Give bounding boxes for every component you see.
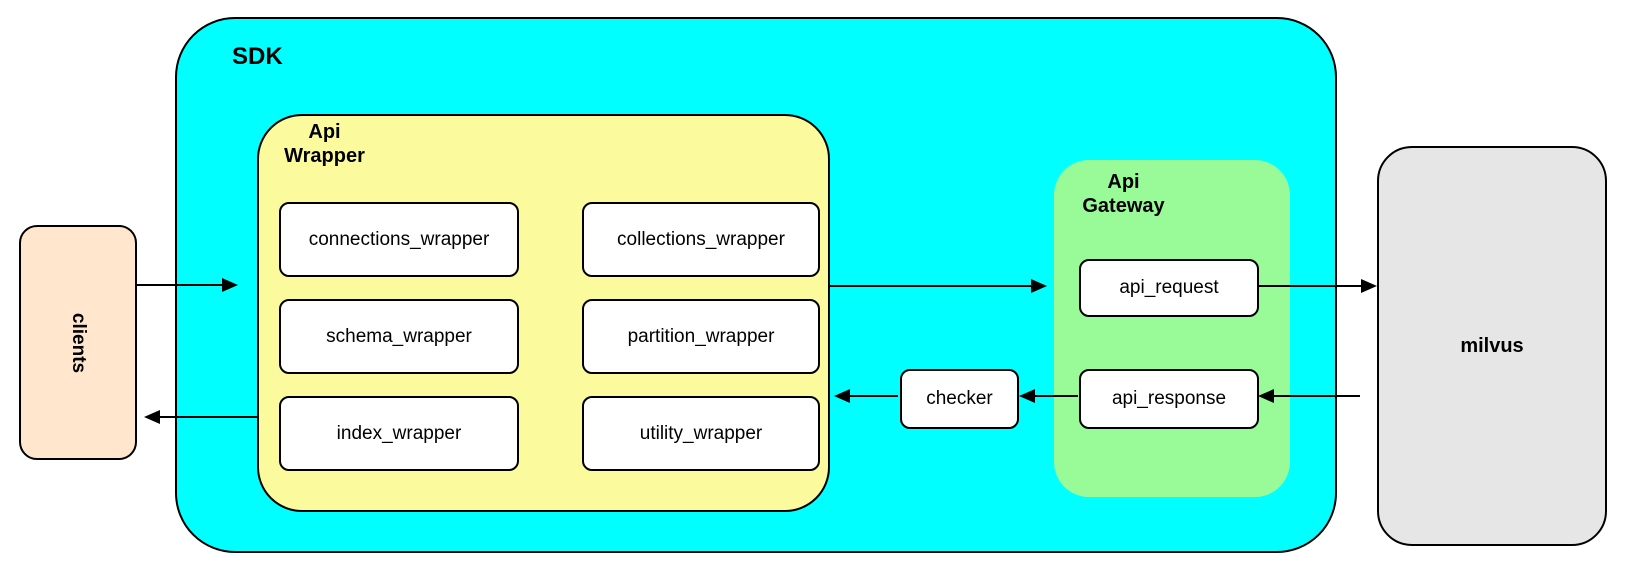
milvus-label: milvus (1460, 334, 1524, 357)
node-index-wrapper: index_wrapper (279, 396, 519, 471)
node-api-request: api_request (1079, 259, 1259, 317)
node-milvus: milvus (1377, 146, 1607, 546)
clients-label: clients (67, 312, 89, 373)
node-partition-wrapper: partition_wrapper (582, 299, 820, 374)
schema-wrapper-label: schema_wrapper (326, 325, 472, 347)
api-request-label: api_request (1119, 277, 1219, 298)
api-response-label: api_response (1111, 388, 1227, 409)
node-utility-wrapper: utility_wrapper (582, 396, 820, 471)
index-wrapper-label: index_wrapper (336, 422, 462, 444)
node-connections-wrapper: connections_wrapper (279, 202, 519, 277)
container-sdk: SDK Api Wrapper connections_wrapper coll… (175, 17, 1337, 553)
arrowhead-left-icon (144, 410, 160, 424)
node-api-response: api_response (1079, 369, 1259, 429)
node-checker: checker (900, 369, 1019, 429)
node-collections-wrapper: collections_wrapper (582, 202, 820, 277)
collections-wrapper-label: collections_wrapper (617, 228, 785, 250)
container-api-gateway: Api Gateway api_request api_response (1054, 160, 1290, 497)
container-api-wrapper: Api Wrapper connections_wrapper collecti… (257, 114, 830, 512)
connections-wrapper-label: connections_wrapper (308, 228, 490, 250)
checker-label: checker (926, 388, 993, 409)
sdk-label: SDK (232, 43, 283, 70)
partition-wrapper-label: partition_wrapper (627, 325, 775, 347)
arrowhead-right-icon (1361, 279, 1377, 293)
api-gateway-label: Api Gateway (1082, 171, 1165, 217)
api-wrapper-label: Api Wrapper (284, 121, 365, 167)
utility-wrapper-label: utility_wrapper (639, 422, 763, 444)
node-schema-wrapper: schema_wrapper (279, 299, 519, 374)
node-clients: clients (19, 225, 137, 460)
